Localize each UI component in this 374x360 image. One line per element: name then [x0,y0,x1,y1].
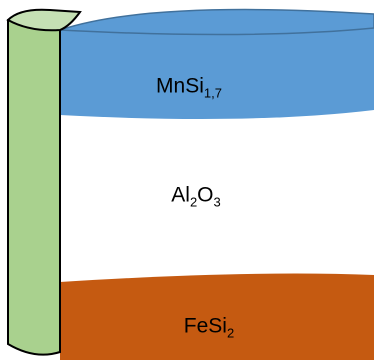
al2o3-layer-label: Al2O3 [171,183,221,209]
al2o3-label-part-2: O [197,183,214,207]
mnsi-label-base: MnSi [156,74,204,98]
fesi2-label-base: FeSi [183,314,227,338]
fesi2-layer-body [60,273,374,360]
mnsi-layer-body [60,22,374,119]
side-strip [7,14,61,356]
mnsi-layer-top [59,8,374,36]
mnsi-layer-label: MnSi1,7 [156,74,222,100]
side-strip-cap [6,8,82,32]
al2o3-label-part-1: Al [171,183,190,207]
mnsi-label-subscript: 1,7 [203,85,222,101]
al2o3-label-sub-2: 3 [213,194,221,210]
fesi2-label-subscript: 2 [226,325,235,341]
al2o3-label-sub-1: 2 [189,194,198,210]
fesi2-layer-label: FeSi2 [183,314,234,340]
